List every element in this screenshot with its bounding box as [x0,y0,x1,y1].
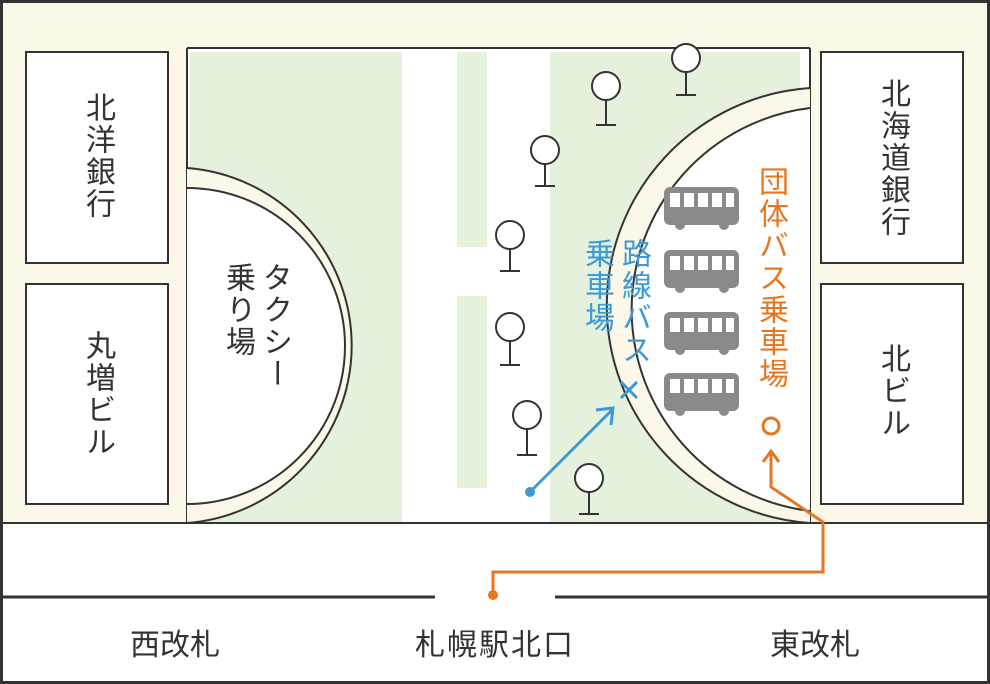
bus-icon [664,250,739,293]
tree-icon [530,135,560,187]
trees [495,43,701,515]
bus-icon [664,312,739,355]
tree-icon [495,312,525,366]
taxi-stand-area [187,188,345,504]
tree-icon [671,43,701,96]
tree-icon [591,71,621,126]
charter-bus-arrow [491,448,825,595]
label-route-bus-line2: 乗車場 [579,238,614,334]
buses [664,187,739,416]
building-marumasu [25,283,169,505]
cross-marker-icon [619,380,639,400]
building-hokuyo-bank [25,51,169,264]
label-taxi-line1: タクシー [257,262,292,390]
label-hokkaido-bank: 北海道銀行 [875,78,910,238]
route-bus-start-dot [525,487,535,497]
label-station-north-exit: 札幌駅北口 [415,628,575,663]
label-route-bus-line1: 路線バス [616,238,651,366]
circle-marker-icon [761,416,781,436]
lawn-center-bottom [457,296,487,488]
label-east-gate: 東改札 [770,628,860,663]
bus-icon [664,187,739,230]
label-charter-bus: 団体バス乗車場 [753,166,788,390]
label-hokuyo-bank: 北洋銀行 [80,92,115,220]
tree-icon [574,463,604,515]
tree-icon [512,400,542,456]
lawn-center-top [457,52,487,247]
label-marumasu-bldg: 丸増ビル [80,330,115,458]
label-kita-bldg: 北ビル [875,343,910,439]
charter-bus-start-dot [488,590,498,600]
label-west-gate: 西改札 [130,628,220,663]
route-bus-arrow [528,406,615,494]
building-kita [820,283,964,505]
building-hokkaido-bank [820,51,964,264]
tree-icon [495,220,525,272]
label-taxi-line2: 乗り場 [220,262,255,358]
bus-icon [664,373,739,416]
